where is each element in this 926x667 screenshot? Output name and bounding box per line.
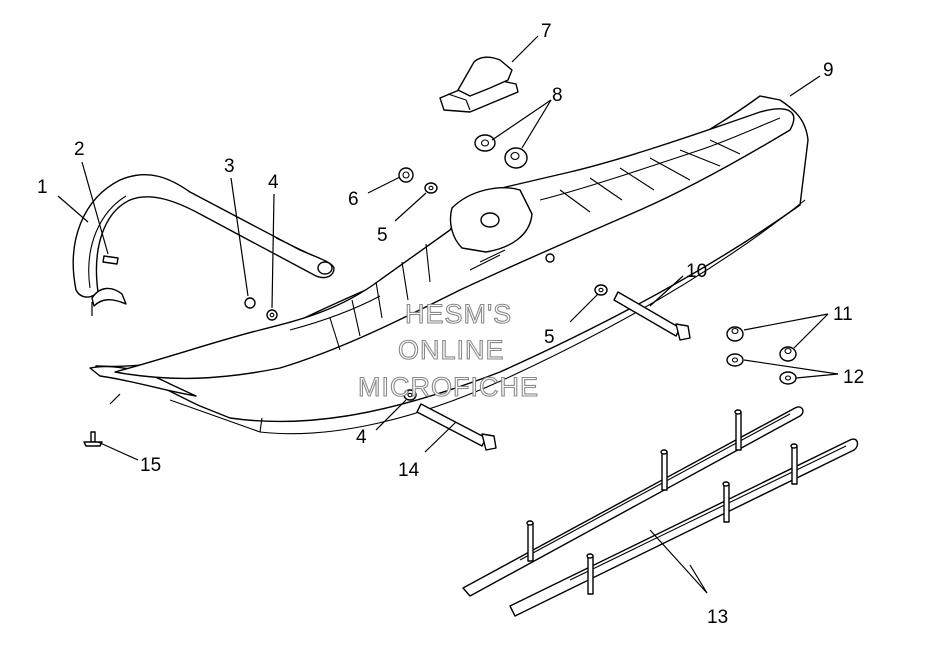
washer-4-lower bbox=[403, 389, 417, 401]
wear-bar-upper bbox=[462, 406, 804, 597]
bolt-14 bbox=[416, 403, 497, 451]
callout-5-lower: 5 bbox=[544, 327, 555, 348]
callout-8: 8 bbox=[552, 85, 563, 106]
washer-5-lower bbox=[594, 284, 608, 296]
callout-1: 1 bbox=[37, 177, 48, 198]
loop-clip bbox=[91, 255, 127, 307]
callout-12: 12 bbox=[843, 367, 864, 388]
washer-12-right bbox=[779, 371, 797, 385]
callout-13: 13 bbox=[707, 607, 728, 628]
wear-pad bbox=[439, 56, 519, 113]
bushing-washer bbox=[474, 134, 496, 152]
callout-4-lower: 4 bbox=[356, 427, 367, 448]
nut-3 bbox=[244, 297, 256, 309]
watermark-line-3: MICROFICHE bbox=[358, 372, 539, 402]
callout-3: 3 bbox=[224, 156, 235, 177]
callout-4-upper: 4 bbox=[268, 172, 279, 193]
washer-4-upper bbox=[266, 309, 278, 321]
bolt-10 bbox=[613, 291, 691, 341]
callout-11: 11 bbox=[833, 304, 853, 325]
callout-7: 7 bbox=[541, 21, 552, 42]
nut-6 bbox=[398, 167, 414, 183]
callout-labels: 1 2 3 4 4 5 5 6 7 8 9 10 11 12 13 14 15 bbox=[37, 21, 864, 628]
watermark: HESM'S ONLINE MICROFICHE bbox=[357, 298, 539, 402]
bolt-15 bbox=[83, 431, 103, 447]
watermark-line-2: ONLINE bbox=[398, 335, 505, 365]
callout-15: 15 bbox=[140, 455, 161, 476]
washer-5-upper bbox=[424, 182, 438, 194]
lock-nut-11-left bbox=[726, 326, 744, 342]
wear-bar-lower bbox=[509, 438, 859, 617]
callout-5-upper: 5 bbox=[377, 225, 388, 246]
ski-loop-handle bbox=[72, 173, 335, 298]
callout-2: 2 bbox=[74, 139, 85, 160]
bushing-spacer bbox=[504, 147, 528, 169]
washer-12-left bbox=[726, 353, 744, 367]
leader-lines bbox=[57, 35, 839, 594]
callout-14: 14 bbox=[398, 460, 420, 481]
callout-9: 9 bbox=[823, 60, 834, 81]
ski-body bbox=[89, 95, 809, 435]
callout-6: 6 bbox=[348, 189, 359, 210]
callout-10: 10 bbox=[686, 261, 707, 282]
lock-nut-11-right bbox=[779, 346, 797, 362]
watermark-line-1: HESM'S bbox=[405, 299, 512, 329]
